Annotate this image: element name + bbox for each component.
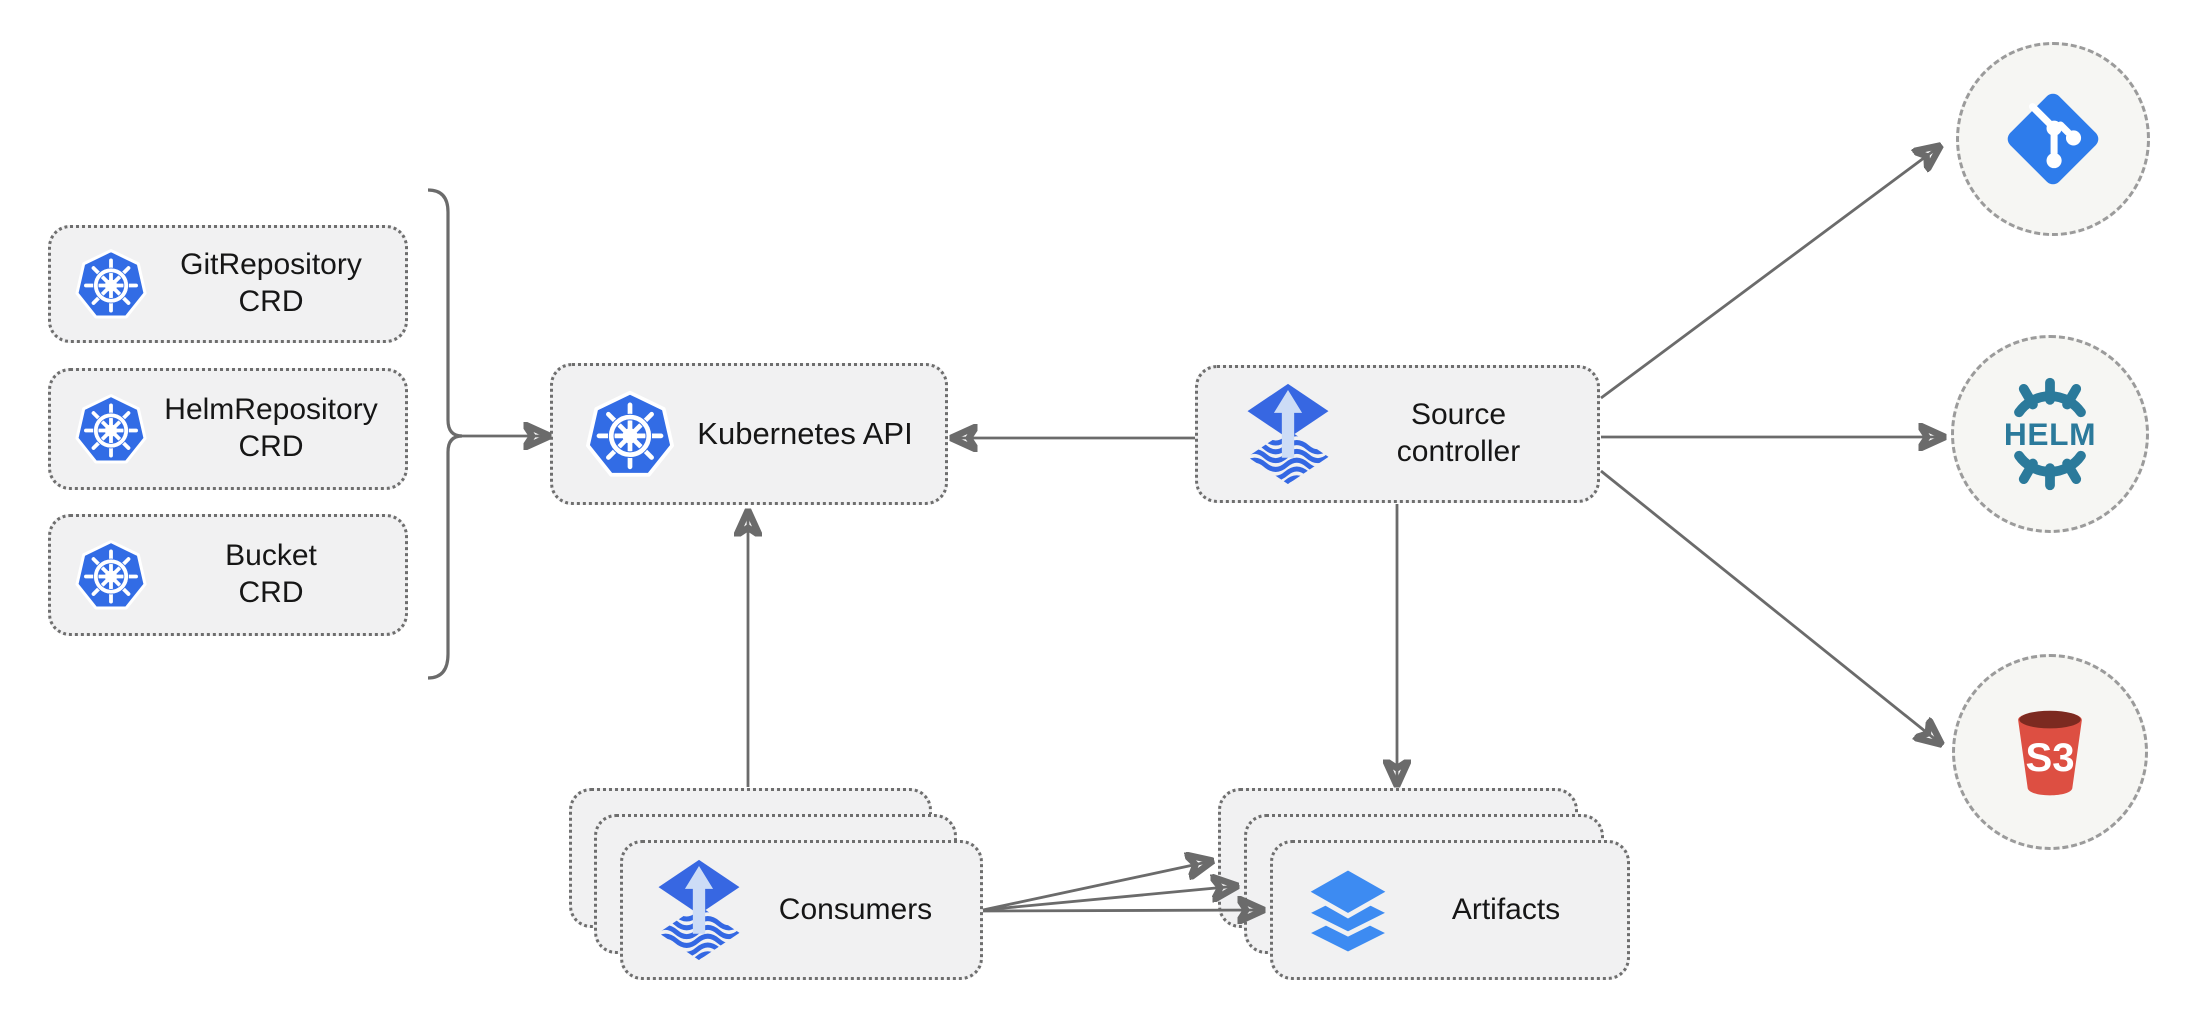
artifacts-label: Artifacts — [1451, 892, 1561, 926]
node-consumers: Consumers — [620, 840, 983, 980]
flux-icon — [658, 859, 740, 961]
helm-label: HELM — [2004, 416, 2096, 452]
arrow-source-controller-to-s3 — [1600, 469, 1941, 744]
kubernetes-icon — [75, 394, 147, 464]
crd-label-line1: Bucket — [225, 539, 317, 573]
node-gitrepository-crd: GitRepository CRD — [48, 225, 408, 343]
kubernetes-icon — [75, 249, 147, 319]
arrow-source-controller-to-git — [1600, 146, 1940, 400]
crd-label: Bucket CRD — [149, 538, 405, 611]
arrow-consumers-to-artifacts-middle — [982, 886, 1237, 912]
node-helm-source: HELM — [1951, 335, 2149, 533]
consumers-stack: Consumers — [569, 788, 983, 980]
crd-label: HelmRepository CRD — [149, 392, 405, 465]
node-source-controller: Source controller — [1195, 365, 1600, 503]
crd-label-line2: CRD — [238, 285, 304, 318]
node-s3-source: S3 — [1952, 654, 2148, 850]
crd-label-line1: GitRepository — [180, 248, 362, 282]
node-git-source — [1956, 42, 2150, 236]
node-helmrepository-crd: HelmRepository CRD — [48, 368, 408, 490]
git-icon — [2007, 93, 2099, 185]
crd-label-line2: CRD — [238, 430, 304, 463]
crd-label-line2: CRD — [238, 576, 304, 609]
flux-icon — [1247, 383, 1329, 485]
node-bucket-crd: Bucket CRD — [48, 514, 408, 636]
s3-bucket-icon: S3 — [2018, 710, 2082, 796]
consumers-label: Consumers — [778, 892, 933, 926]
kubernetes-icon — [586, 390, 674, 477]
kubernetes-icon — [75, 540, 147, 610]
crd-label-line1: HelmRepository — [164, 393, 378, 427]
node-artifacts: Artifacts — [1270, 840, 1630, 980]
artifacts-stack: Artifacts — [1218, 788, 1630, 980]
source-controller-line1: Source — [1410, 398, 1507, 432]
kubernetes-api-label: Kubernetes API — [697, 416, 913, 452]
source-controller-line2: controller — [1396, 435, 1521, 468]
arrow-consumers-to-artifacts-back — [982, 861, 1212, 912]
crd-group-bracket — [427, 188, 463, 680]
node-kubernetes-api: Kubernetes API — [550, 363, 948, 505]
layers-icon — [1300, 864, 1396, 957]
source-controller-label: Source controller — [1332, 397, 1597, 470]
s3-label: S3 — [2025, 735, 2074, 780]
helm-icon: HELM — [2004, 377, 2096, 491]
crd-label: GitRepository CRD — [149, 247, 405, 320]
